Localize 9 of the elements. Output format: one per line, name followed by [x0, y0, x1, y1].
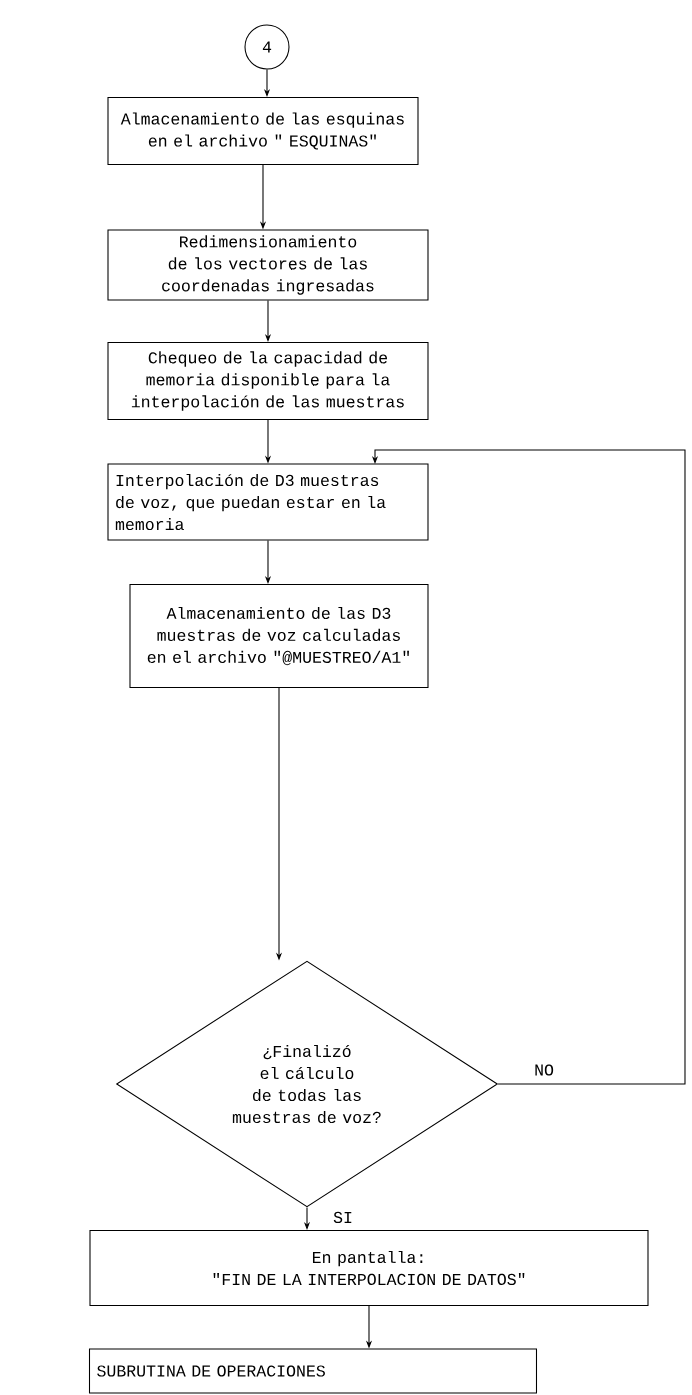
output-box: En pantalla: "FIN DE LA INTERPOLACION DE DATOS" — [89, 1229, 649, 1307]
process-box: Almacenamiento de las D3 muestras de voz calculadas en el archivo "@MUESTREO/A1" — [129, 583, 429, 689]
process-box: Almacenamiento de las esquinas en el archivo " ESQUINAS" — [107, 96, 419, 166]
process-box: Interpolación de D3 muestras de voz, que puedan estar en la memoria — [107, 463, 429, 541]
edge-label: NO — [532, 1063, 556, 1077]
process-box: Chequeo de la capacidad de memoria disponible para la interpolación de las muestras — [107, 341, 429, 421]
edge-label: SI — [331, 1210, 355, 1225]
subroutine-box: SUBRUTINA DE OPERACIONES — [88, 1348, 538, 1394]
process-box: Redimensionamiento de los vectores de las coordenadas ingresadas — [107, 229, 429, 301]
